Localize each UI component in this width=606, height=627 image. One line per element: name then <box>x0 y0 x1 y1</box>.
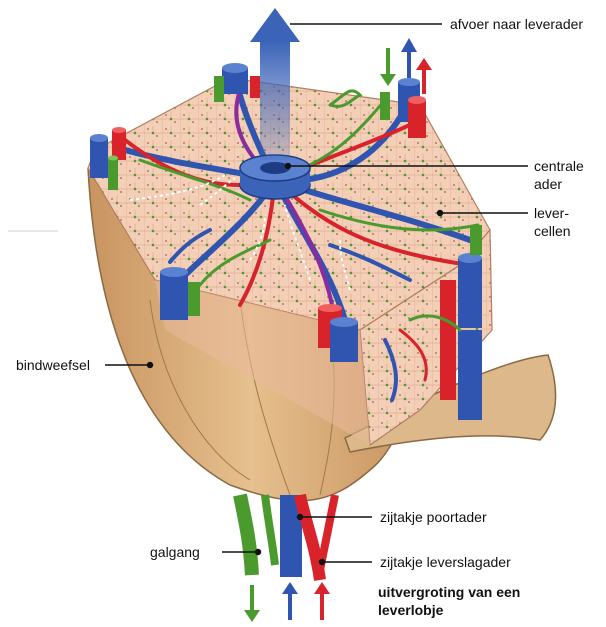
artery-in-arrow <box>314 582 330 620</box>
label-centrale-ader-1: centrale <box>534 158 584 174</box>
label-levercellen-2: cellen <box>534 223 571 239</box>
top-portal-arrow <box>401 38 417 78</box>
caption-line-2: leverlobje <box>378 602 444 618</box>
label-centrale-ader-2: ader <box>534 176 562 192</box>
label-levercellen-1: lever- <box>534 205 569 221</box>
top-bile-arrow <box>380 48 396 86</box>
label-galgang: galgang <box>150 544 200 560</box>
bile-out-arrow <box>244 585 260 622</box>
central-vein <box>240 155 310 199</box>
label-poortader: zijtakje poortader <box>380 509 487 525</box>
portal-in-arrow <box>282 582 298 620</box>
label-afvoer: afvoer naar leverader <box>450 16 583 32</box>
bottom-flow-arrows <box>244 582 330 622</box>
caption-line-1: uitvergroting van een <box>378 584 520 600</box>
label-bindweefsel: bindweefsel <box>16 357 90 373</box>
label-leverslagader: zijtakje leverslagader <box>380 554 511 570</box>
stem-vessels <box>240 495 335 580</box>
